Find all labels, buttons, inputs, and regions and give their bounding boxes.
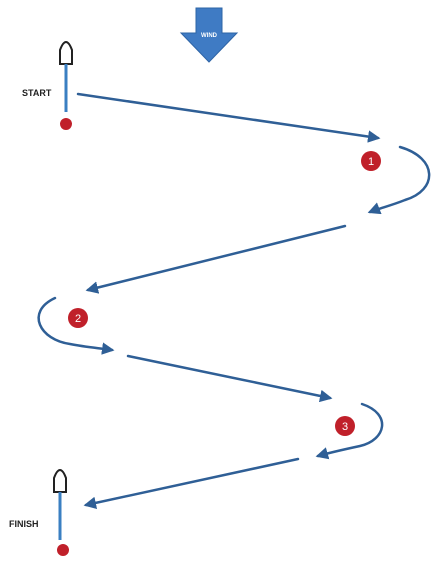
- mark-2-label: 2: [75, 313, 81, 325]
- course-route: [37, 92, 431, 509]
- mark-1-label: 1: [368, 156, 374, 168]
- rounding-mark-2: [37, 296, 115, 355]
- start-boat-icon: [59, 41, 73, 65]
- rounding-mark-3: [315, 402, 384, 460]
- finish-label: FINISH: [9, 519, 39, 529]
- start-buoy-icon: [60, 118, 72, 130]
- start-line: START: [22, 41, 73, 130]
- mark-3-buoy-icon: [335, 416, 355, 436]
- wind-arrow-icon: WIND: [179, 7, 239, 63]
- mark-3: 3: [335, 416, 355, 436]
- wind-label: WIND: [201, 33, 218, 39]
- mark-2-buoy-icon: [68, 308, 88, 328]
- mark-3-label: 3: [342, 421, 348, 433]
- leg-start-to-mark-1: [76, 92, 381, 143]
- finish-boat-icon: [53, 469, 67, 493]
- start-label: START: [22, 88, 52, 98]
- finish-buoy-icon: [57, 544, 69, 556]
- leg-mark-1-to-mark-2: [85, 224, 347, 294]
- finish-line: FINISH: [9, 469, 69, 556]
- rounding-mark-1: [367, 145, 431, 215]
- mark-2: 2: [68, 308, 88, 328]
- mark-1-buoy-icon: [361, 151, 381, 171]
- leg-mark-3-to-finish: [83, 457, 300, 509]
- mark-1: 1: [361, 151, 381, 171]
- leg-mark-2-to-mark-3: [126, 354, 333, 403]
